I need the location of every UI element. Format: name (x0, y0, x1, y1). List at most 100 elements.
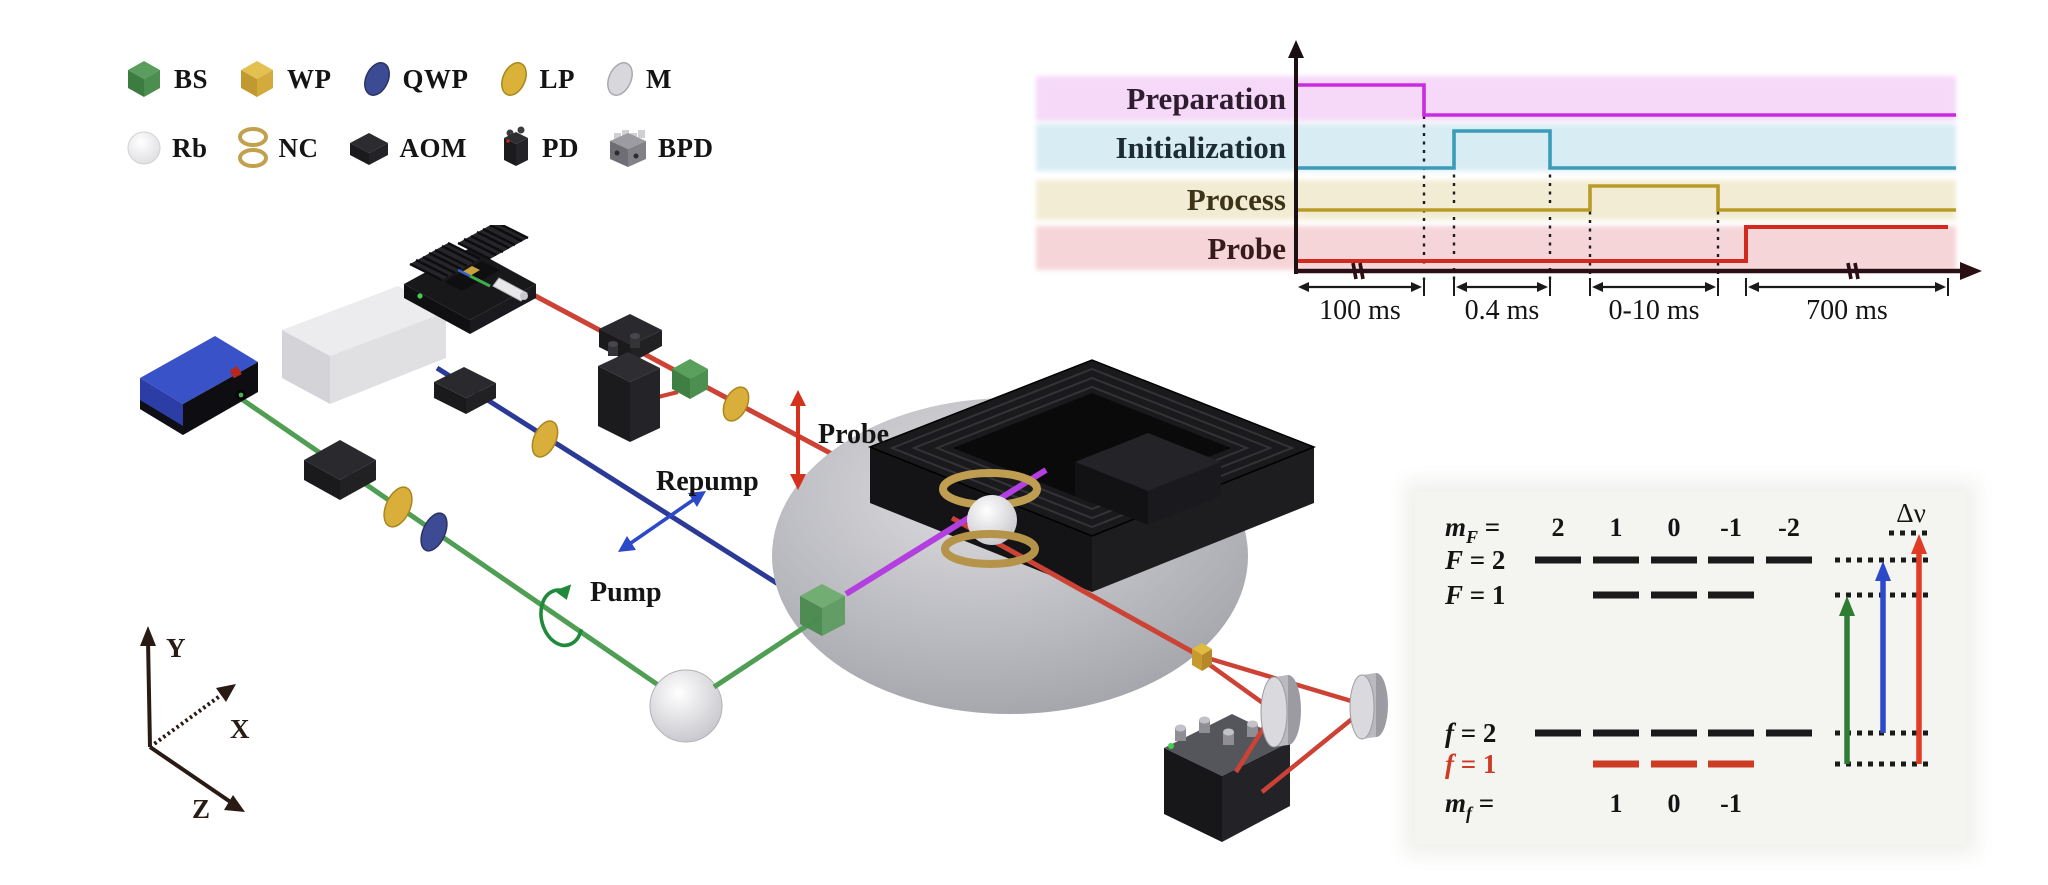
svg-text:1: 1 (1610, 513, 1623, 542)
coil-pair-icon (237, 127, 268, 168)
energy-level-svg: mF = 2 1 0 -1 -2 Δν F = 2 F = 1 (1444, 498, 1933, 823)
linear-polarizer-icon (500, 62, 527, 96)
coordinate-axes: Y X Z (140, 626, 250, 824)
coil-pair (939, 469, 1041, 568)
pump-annotation: Pump (539, 577, 662, 648)
legend-item-bs: BS (122, 56, 208, 102)
axis-x-label: X (230, 714, 250, 744)
legend-row-1: BS WP QWP LP M (122, 56, 699, 102)
interval-100ms: 100 ms (1319, 295, 1401, 326)
legend-label: QWP (402, 63, 469, 94)
repump-annotation: Repump (618, 466, 759, 552)
signal-axis (1288, 40, 1304, 274)
legend-label: NC (278, 132, 319, 163)
rubidium-cell-icon (127, 131, 161, 165)
probe-linear-polarizer (722, 386, 750, 422)
balanced-photodetector (1164, 714, 1290, 842)
legend-item-bpd: BPD (606, 125, 714, 171)
probe-laser (404, 225, 536, 334)
svg-text:-1: -1 (1720, 513, 1742, 542)
legend-label: PD (542, 132, 579, 163)
probe-band (1036, 226, 1956, 270)
combined-beam (844, 467, 1048, 597)
svg-text:0: 0 (1668, 789, 1681, 818)
laser-button (229, 366, 242, 379)
interval-0p4ms: 0.4 ms (1465, 295, 1540, 326)
beam-splitter-cube-icon (128, 61, 160, 97)
interval-700ms: 700 ms (1806, 295, 1888, 326)
timing-bands (1036, 76, 1956, 270)
initialization-label: Initialization (1115, 130, 1286, 165)
repump-aom (434, 367, 496, 414)
pump-beam (238, 395, 666, 692)
probe-beam-splitter (672, 359, 708, 399)
status-led (417, 293, 423, 299)
delta-nu-label: Δν (1896, 498, 1926, 528)
legend-item-aom: AOM (346, 125, 467, 171)
mF-equals-label: mF = (1445, 512, 1500, 547)
f1-label: f = 1 (1445, 749, 1496, 779)
probe-signal (1296, 225, 1948, 263)
svg-text:1: 1 (1610, 789, 1623, 818)
combining-beam-splitter (800, 584, 845, 636)
preparation-signal (1296, 83, 1956, 117)
interval-ticks (1423, 278, 1949, 296)
wollaston-prism-cube-icon (241, 61, 274, 97)
probe-label: Probe (1207, 231, 1286, 266)
legend-item-qwp: QWP (359, 56, 469, 102)
quarter-wave-plate-icon (363, 62, 390, 96)
transition-guides (1422, 116, 1720, 280)
F1-label: F = 1 (1444, 580, 1505, 610)
pump-laser (140, 336, 258, 435)
legend-item-nc: NC (235, 124, 319, 172)
optical-setup-scene: Probe Repump Pump Y X Z (140, 225, 1388, 842)
heatsink-fins-right (457, 225, 529, 261)
spherical-mirror (649, 669, 723, 743)
interval-arrows (1298, 282, 1946, 292)
repump-label: Repump (656, 466, 759, 497)
legend-row-2: Rb NC AOM PD BPD (124, 124, 741, 172)
mirror-2 (1349, 673, 1388, 740)
monitor-photodetector (598, 333, 660, 442)
legend-item-pd: PD (494, 124, 579, 172)
wollaston-prism (1192, 643, 1212, 671)
mf-values: 1 0 -1 (1610, 789, 1742, 818)
axis-break-icon (1351, 262, 1860, 280)
white-enclosure (282, 286, 446, 404)
axis-z-label: Z (192, 794, 210, 824)
mf-equals-label: mf = (1445, 788, 1494, 823)
fiber-collimator (492, 277, 528, 302)
pump-label: Pump (590, 577, 662, 608)
pump-quarter-wave-plate (420, 512, 448, 552)
timing-row-labels: Preparation Initialization Process Probe (1115, 81, 1286, 266)
probe-transition-arrow (1911, 534, 1927, 764)
pump-beam-reflected (712, 614, 822, 690)
svg-text:2: 2 (1552, 513, 1565, 542)
time-axis (1296, 262, 1982, 280)
acousto-optic-modulator-icon (349, 133, 388, 165)
legend-label: M (646, 63, 673, 94)
legend-label: WP (287, 63, 332, 94)
mirror-1 (1260, 675, 1301, 748)
energy-level-diagram: mF = 2 1 0 -1 -2 Δν F = 2 F = 1 (1415, 492, 1966, 844)
F2-label: F = 2 (1444, 545, 1505, 575)
process-signal (1296, 184, 1956, 212)
initialization-signal (1296, 129, 1956, 170)
legend-label: LP (539, 63, 576, 94)
legend-item-wp: WP (235, 56, 332, 102)
interval-0-10ms: 0-10 ms (1609, 295, 1700, 326)
legend-item-m: M (602, 56, 672, 102)
heatsink-fins-left (409, 241, 481, 282)
legend-label: BPD (658, 132, 714, 163)
process-label: Process (1187, 182, 1286, 217)
legend-label: AOM (399, 132, 467, 163)
legend-item-lp: LP (496, 56, 576, 102)
f2-label: f = 2 (1445, 718, 1496, 748)
svg-text:0: 0 (1668, 513, 1681, 542)
pump-transition-arrow (1839, 596, 1855, 764)
bnc-connectors (1175, 716, 1258, 745)
mirror-icon (607, 62, 633, 96)
timing-diagram: Preparation Initialization Process Probe (1036, 40, 1982, 326)
process-band (1036, 180, 1956, 220)
